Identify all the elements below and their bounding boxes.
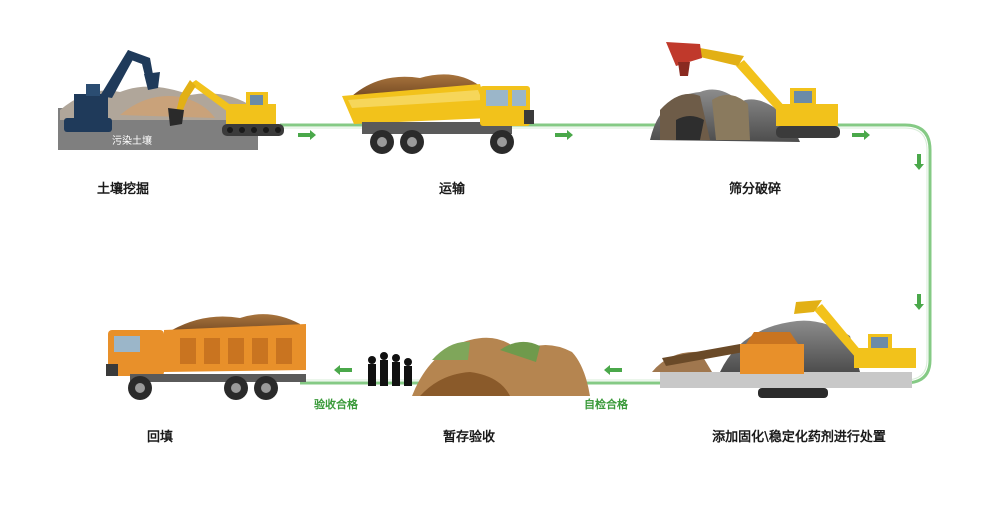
step-excavation-label: 土壤挖掘	[96, 182, 150, 197]
acceptance-label: 验收合格	[314, 398, 358, 411]
blue-excavator-icon	[64, 50, 160, 132]
arrow-left-icon	[604, 365, 622, 375]
step-storage-label: 暂存验收	[442, 430, 496, 445]
backfill-truck-icon	[106, 314, 306, 400]
flow-line	[280, 123, 932, 385]
arrow-down-icon	[914, 294, 924, 310]
dump-truck-icon	[342, 74, 534, 154]
storage-pile-icon	[368, 337, 590, 396]
arrow-right-icon	[298, 130, 316, 140]
treatment-plant-icon	[652, 300, 916, 398]
step-transport-label: 运输	[438, 182, 466, 197]
excavation-illustration	[58, 50, 284, 150]
crusher-excavator-icon	[650, 42, 840, 142]
yellow-excavator-icon	[168, 80, 284, 136]
arrow-down-icon	[914, 154, 924, 170]
inspectors-icon	[368, 352, 412, 386]
arrow-right-icon	[555, 130, 573, 140]
self-check-label: 自检合格	[584, 398, 628, 411]
contaminated-soil-tag: 污染土壤	[112, 136, 152, 147]
arrow-right-icon	[852, 130, 870, 140]
step-screening-label: 筛分破碎	[728, 182, 782, 197]
step-backfill-label: 回填	[146, 430, 174, 445]
arrow-left-icon	[334, 365, 352, 375]
flow-arrows	[298, 130, 924, 375]
step-treatment-label: 添加固化\稳定化药剂进行处置	[712, 430, 886, 445]
